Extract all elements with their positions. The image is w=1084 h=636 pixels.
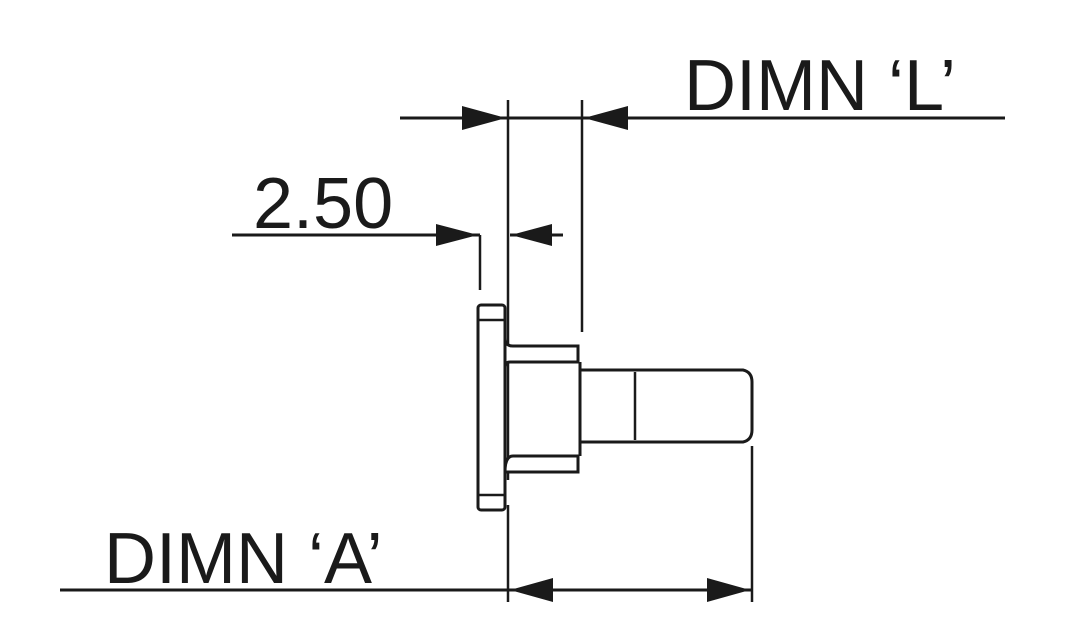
arrow-left-icon [584, 106, 628, 130]
arrow-right-icon [462, 106, 506, 130]
part-outline [476, 303, 754, 512]
shaft [578, 368, 754, 444]
arrow-right-icon [436, 224, 478, 246]
flange [476, 303, 507, 512]
dimension-l: DIMN ‘L’ [400, 46, 1005, 480]
hub-top [503, 337, 580, 369]
dimension-2-50: 2.50 [232, 164, 563, 290]
dimension-a: DIMN ‘A’ [60, 446, 754, 602]
dimn-a-label: DIMN ‘A’ [104, 519, 383, 599]
arrow-left-icon [511, 224, 552, 246]
hub-bottom [503, 454, 580, 474]
dimension-value-label: 2.50 [253, 164, 393, 244]
arrow-right-icon [707, 578, 750, 602]
dimn-l-label: DIMN ‘L’ [684, 46, 956, 126]
arrow-left-icon [510, 578, 553, 602]
